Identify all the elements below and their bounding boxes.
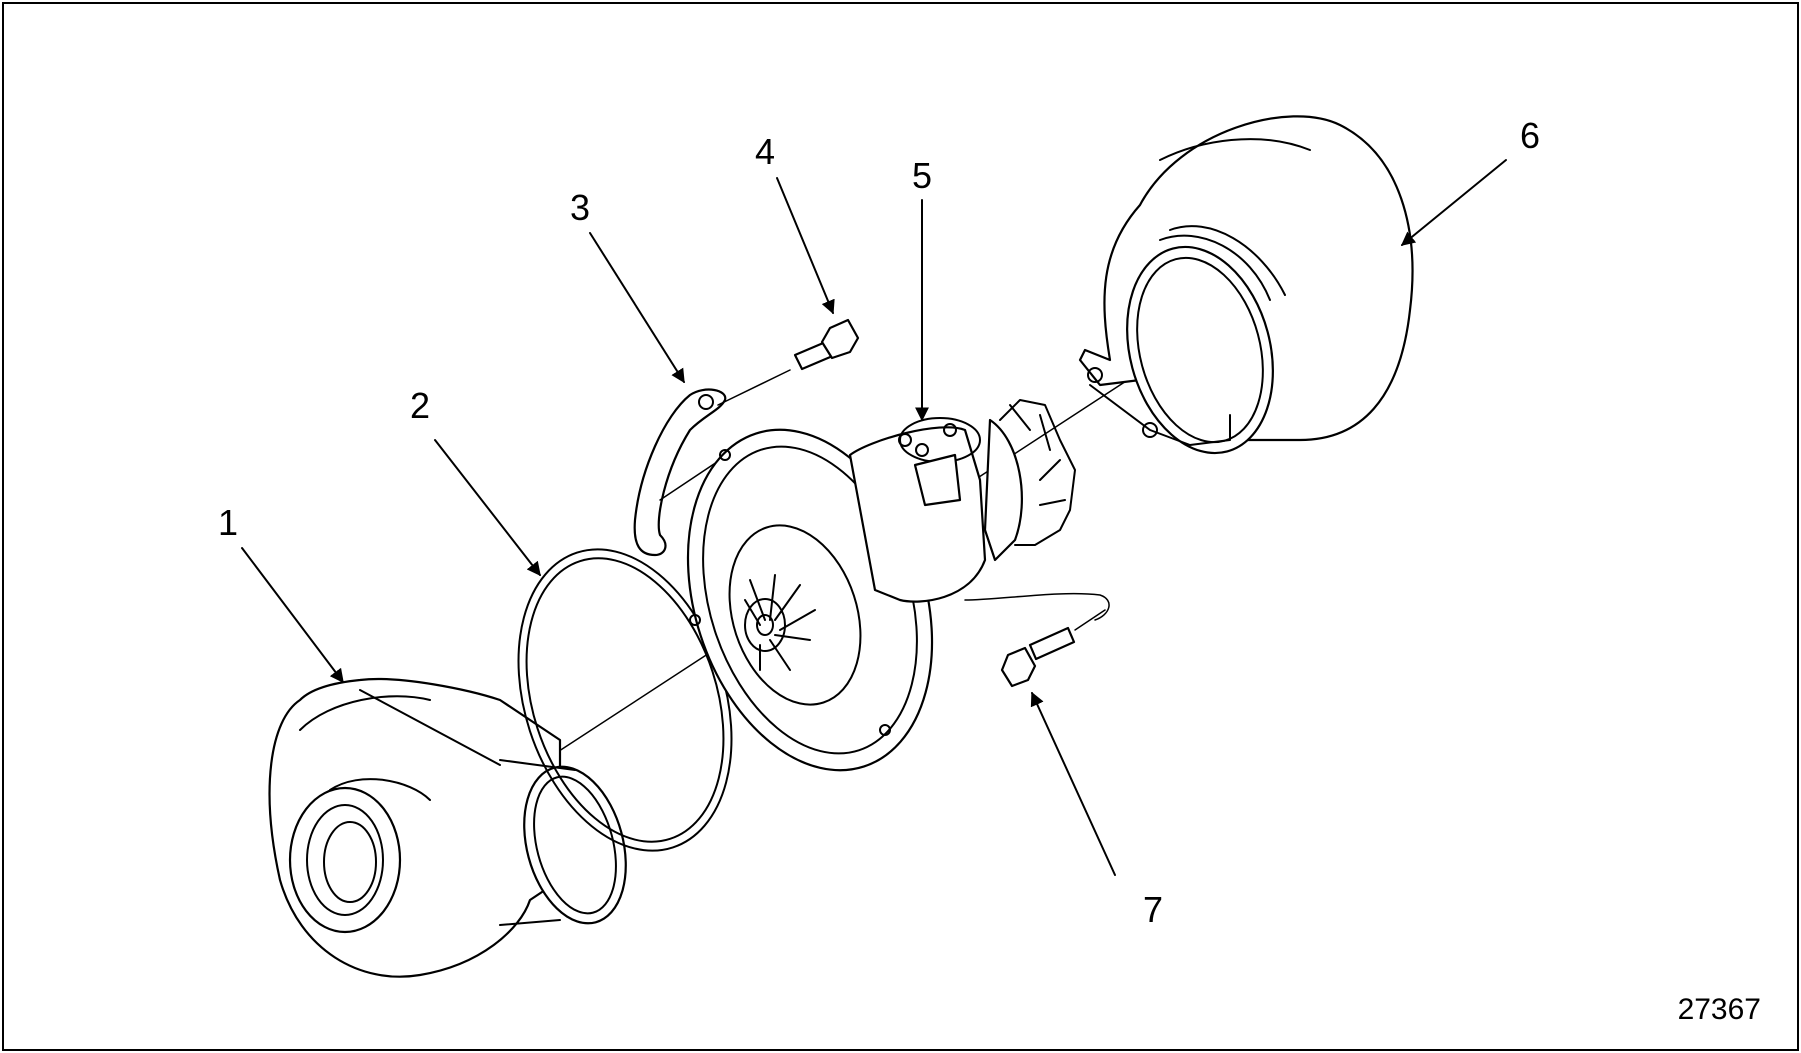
leader-line-3 [589,232,685,384]
turbine-housing [1078,115,1414,455]
leader-line-2 [434,439,541,577]
compressor-housing [268,677,627,978]
figure-number: 27367 [1677,993,1761,1026]
leader-line-6 [1400,159,1507,246]
callout-label-5: 5 [912,155,933,196]
callout-label-7: 7 [1143,889,1164,930]
callout-label-6: 6 [1520,115,1541,156]
bolt-upper [717,318,860,406]
center-housing-assembly [686,399,1110,772]
leader-line-7 [1030,691,1116,876]
callout-label-2: 2 [410,385,431,426]
callout-label-3: 3 [570,187,591,228]
callout-label-1: 1 [218,502,239,543]
bolt-lower [1000,609,1106,688]
leader-line-4 [776,177,835,315]
callout-label-4: 4 [755,131,776,172]
leader-line-1 [241,547,344,684]
